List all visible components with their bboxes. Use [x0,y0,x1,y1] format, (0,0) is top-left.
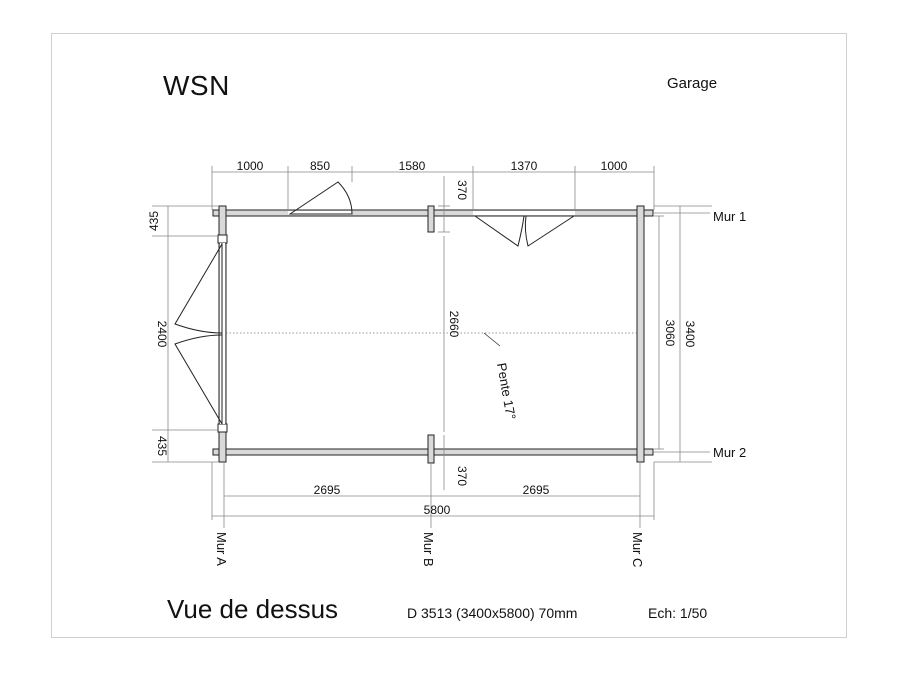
dim-top-1000-left: 1000 [237,159,264,173]
dim-top-1370: 1370 [511,159,538,173]
opening-double-door [473,211,575,215]
dim-inner-2660: 2660 [447,311,461,338]
roof-ridge [226,332,637,347]
dim-top-1580: 1580 [399,159,426,173]
dim-top-850: 850 [310,159,330,173]
dimension-labels: 1000 850 1580 1370 1000 370 370 435 2400… [147,159,697,517]
opening-single-door [288,211,352,215]
openings [220,211,575,424]
brand-title: WSN [163,70,230,101]
wall-mur-c [636,205,645,463]
dim-left-435-bottom: 435 [155,436,169,456]
roof-slope-note: Pente 17° [494,362,519,421]
walls [212,205,654,464]
dim-post-370-top: 370 [455,180,469,200]
dim-bottom-5800: 5800 [424,503,451,517]
label-mur-c: Mur C [630,532,645,567]
double-door-leaf-right [524,215,575,247]
dim-top-1000-right: 1000 [601,159,628,173]
dim-post-370-bottom: 370 [455,466,469,486]
single-door-swing [288,181,353,215]
dim-right-3400: 3400 [683,321,697,348]
slope-leader [483,332,501,347]
dim-left-2400: 2400 [155,321,169,348]
model-spec: D 3513 (3400x5800) 70mm [407,605,578,621]
subject-label: Garage [667,75,718,92]
wall-labels: Mur 1 Mur 2 Mur A Mur B Mur C [214,209,746,567]
garage-door-leaf-top [174,243,223,334]
door-post-bottom [217,423,228,433]
label-mur-a: Mur A [214,532,229,566]
door-post-top [217,234,228,244]
view-title: Vue de dessus [167,594,339,624]
label-mur-b: Mur B [421,532,436,567]
dim-left-435-top: 435 [147,211,161,231]
dim-bottom-2695-left: 2695 [314,483,341,497]
doors [174,181,575,425]
post-mur-b-bottom [427,434,435,464]
dim-bottom-2695-right: 2695 [523,483,550,497]
label-mur-2: Mur 2 [713,445,746,460]
post-mur-b-top [427,205,435,233]
sheet-border [51,33,847,638]
garage-door-leaf-bottom [174,334,223,425]
dimension-lines [152,166,712,528]
label-mur-1: Mur 1 [713,209,746,224]
dim-right-3060: 3060 [663,320,677,347]
drawing-scale: Ech: 1/50 [648,605,708,621]
double-door-leaf-left [474,215,525,247]
